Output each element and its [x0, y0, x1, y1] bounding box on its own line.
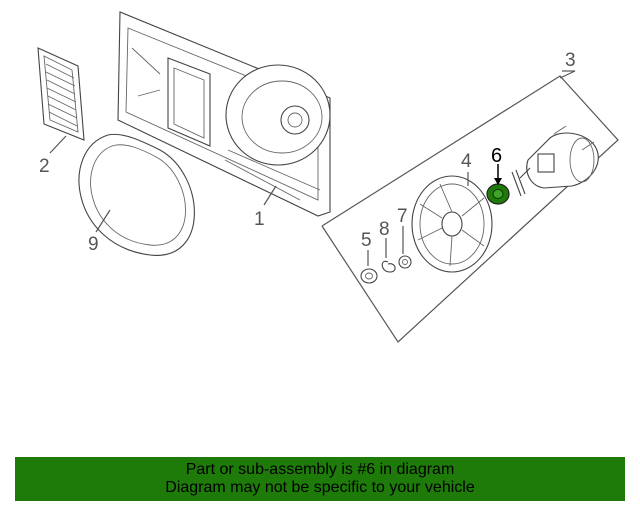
spacer-pin [511, 169, 526, 197]
callout-9: 9 [88, 234, 99, 255]
seal-ring-part-9[interactable] [78, 133, 195, 256]
parts-diagram: 1 2 3 4 5 6 7 8 9 [37, 11, 619, 343]
banner-line-1: Part or sub-assembly is #6 in diagram [185, 461, 455, 478]
fan-motor[interactable] [519, 125, 599, 189]
clip-part-8[interactable] [381, 260, 396, 273]
callout-8: 8 [379, 219, 390, 240]
fan-assembly-panel-part-3 [321, 75, 619, 343]
leader-lines [49, 70, 576, 266]
callout-6: 6 [491, 145, 502, 167]
washer-part-5[interactable] [360, 268, 378, 284]
callout-7: 7 [397, 206, 408, 227]
callout-3: 3 [565, 50, 576, 71]
info-banner: Part or sub-assembly is #6 in diagram Di… [15, 457, 625, 501]
fan-shroud-part-1[interactable] [117, 11, 331, 217]
grille-part-2[interactable] [37, 47, 85, 141]
nut-part-6-highlighted[interactable] [486, 183, 510, 205]
washer-part-7[interactable] [398, 255, 412, 269]
fan-blade-part-4[interactable] [411, 175, 493, 273]
banner-line-2: Diagram may not be specific to your vehi… [165, 479, 475, 496]
callout-5: 5 [361, 230, 372, 251]
callout-1: 1 [254, 209, 265, 230]
callout-2: 2 [39, 156, 50, 177]
callout-4: 4 [461, 151, 472, 172]
